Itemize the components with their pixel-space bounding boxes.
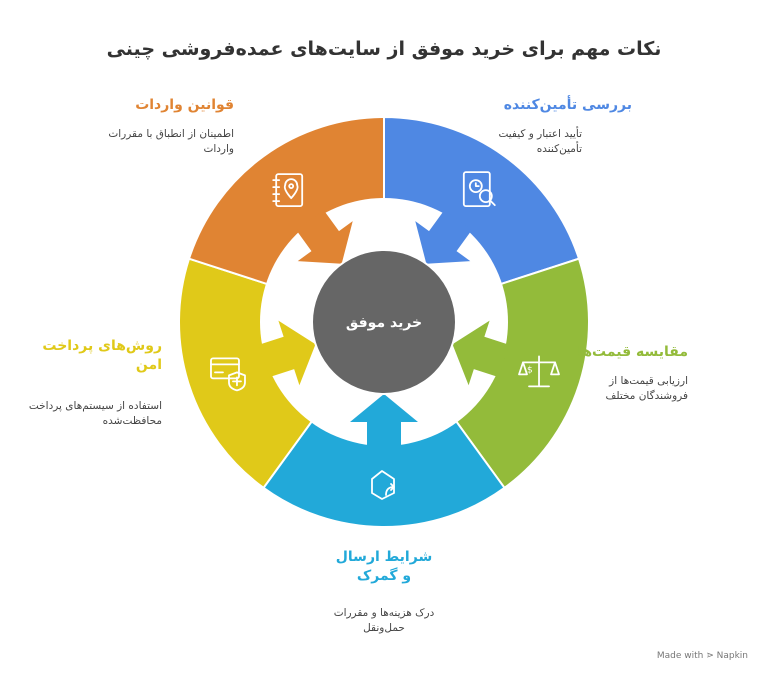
- card-shield-icon: [210, 357, 246, 392]
- center-label: خرید موفق: [346, 315, 422, 331]
- arrow-prices: [452, 320, 510, 386]
- label-payment: روش‌های پرداخت امن استفاده از سیستم‌های …: [12, 337, 162, 429]
- arrow-payment: [258, 320, 316, 386]
- segment-desc: استفاده از سیستم‌های پرداخت محافظت‌شده: [28, 400, 162, 427]
- arrow-import: [296, 210, 353, 264]
- package-forward-icon: [371, 470, 395, 500]
- label-prices: مقایسه قیمت‌ها ارزیابی قیمت‌ها از فروشند…: [538, 343, 688, 404]
- segment-desc: تأیید اعتبار و کیفیت تأمین‌کننده: [498, 128, 582, 155]
- segment-title: بررسی تأمین‌کننده: [503, 97, 632, 113]
- document-search-icon: [462, 171, 496, 208]
- segment-desc: اطمینان از انطباق با مقررات واردات: [108, 128, 234, 155]
- segment-title: قوانین واردات: [135, 97, 234, 113]
- napkin-watermark[interactable]: Made with ⋗ Napkin: [656, 651, 748, 661]
- notebook-location-icon: [272, 173, 304, 208]
- svg-text:$: $: [527, 365, 533, 375]
- segment-title: شرایط ارسال و گمرک: [335, 549, 433, 584]
- segment-title: روش‌های پرداخت امن: [42, 338, 162, 373]
- label-import: قوانین واردات اطمینان از انطباق با مقررا…: [84, 96, 234, 157]
- label-supplier: بررسی تأمین‌کننده تأیید اعتبار و کیفیت ت…: [482, 96, 632, 157]
- scale-price-icon: $: [518, 355, 560, 388]
- center-circle: [311, 249, 457, 395]
- arrow-supplier: [415, 210, 472, 264]
- diagram-title: نکات مهم برای خرید موفق از سایت‌های عمده…: [106, 38, 662, 60]
- arrow-shipping: [350, 394, 418, 448]
- segment-title: مقایسه قیمت‌ها: [577, 344, 688, 360]
- label-shipping: شرایط ارسال و گمرک درک هزینه‌ها و مقررات…: [309, 548, 459, 636]
- segment-desc: درک هزینه‌ها و مقررات حمل‌ونقل: [333, 607, 435, 634]
- segment-desc: ارزیابی قیمت‌ها از فروشندگان مختلف: [605, 375, 688, 402]
